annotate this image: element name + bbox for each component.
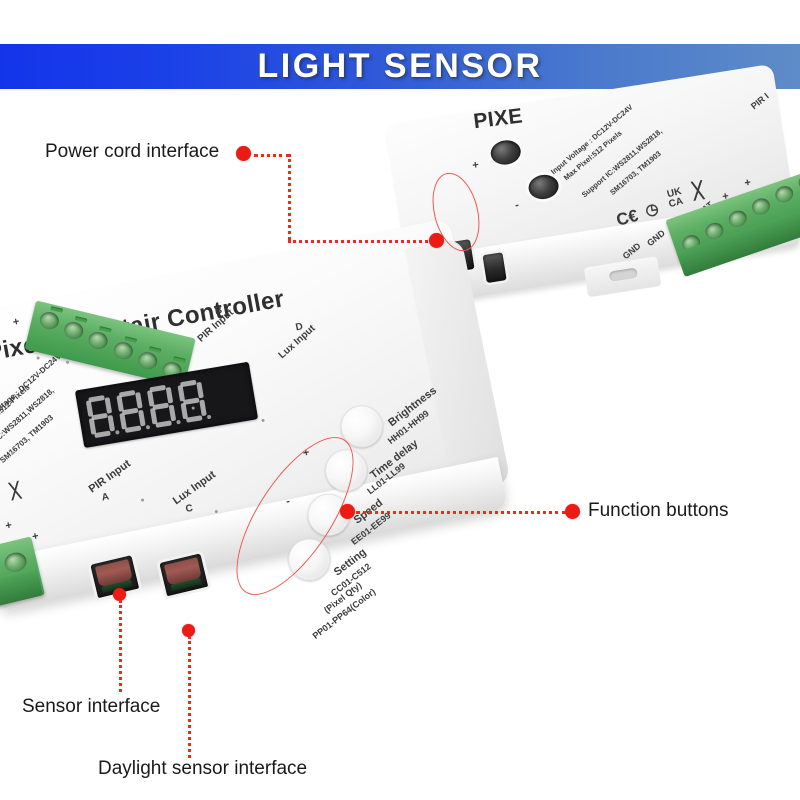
terminal-port[interactable]: [773, 183, 796, 205]
page-title: LIGHT SENSOR: [257, 47, 543, 85]
leader-daylight-sensor: [188, 636, 191, 758]
callout-function-buttons: Function buttons: [588, 500, 729, 521]
terminal-port[interactable]: [38, 310, 61, 332]
display-digit: [114, 388, 151, 434]
callout-dot-function-buttons: [565, 504, 580, 519]
callout-sensor-interface: Sensor interface: [22, 696, 161, 717]
leader-power-cord-h1: [254, 154, 290, 157]
terminal-port[interactable]: [86, 329, 110, 351]
callout-dot-power-cord: [236, 146, 251, 161]
callout-target-dot-daylight-sensor: [182, 624, 195, 637]
controller-device-main: Pixel LED Stair Controller Input Voltage…: [0, 192, 564, 696]
leader-power-cord-v: [288, 154, 291, 240]
callout-target-dot-function-buttons: [340, 504, 355, 519]
terminal-port[interactable]: [112, 340, 135, 362]
callout-power-cord-interface: Power cord interface: [45, 141, 220, 162]
display-digit: [144, 383, 181, 429]
terminal-port[interactable]: [796, 171, 800, 193]
clock-mark-icon: ◷: [644, 200, 660, 220]
callout-target-dot-sensor-interface: [113, 588, 126, 601]
display-digit: [175, 378, 212, 424]
title-banner: LIGHT SENSOR: [0, 44, 800, 89]
terminal-port[interactable]: [136, 350, 159, 372]
display-digit: [83, 393, 120, 439]
callout-target-dot-power-cord: [429, 233, 444, 248]
terminal-port[interactable]: [726, 208, 749, 230]
terminal-port[interactable]: [62, 320, 85, 341]
terminal-port[interactable]: [749, 195, 773, 217]
leader-power-cord-h2: [288, 240, 434, 243]
leader-sensor-interface: [119, 600, 122, 692]
terminal-port[interactable]: [2, 550, 29, 575]
callout-daylight-sensor-interface: Daylight sensor interface: [98, 758, 308, 779]
leader-function-buttons: [356, 511, 566, 514]
